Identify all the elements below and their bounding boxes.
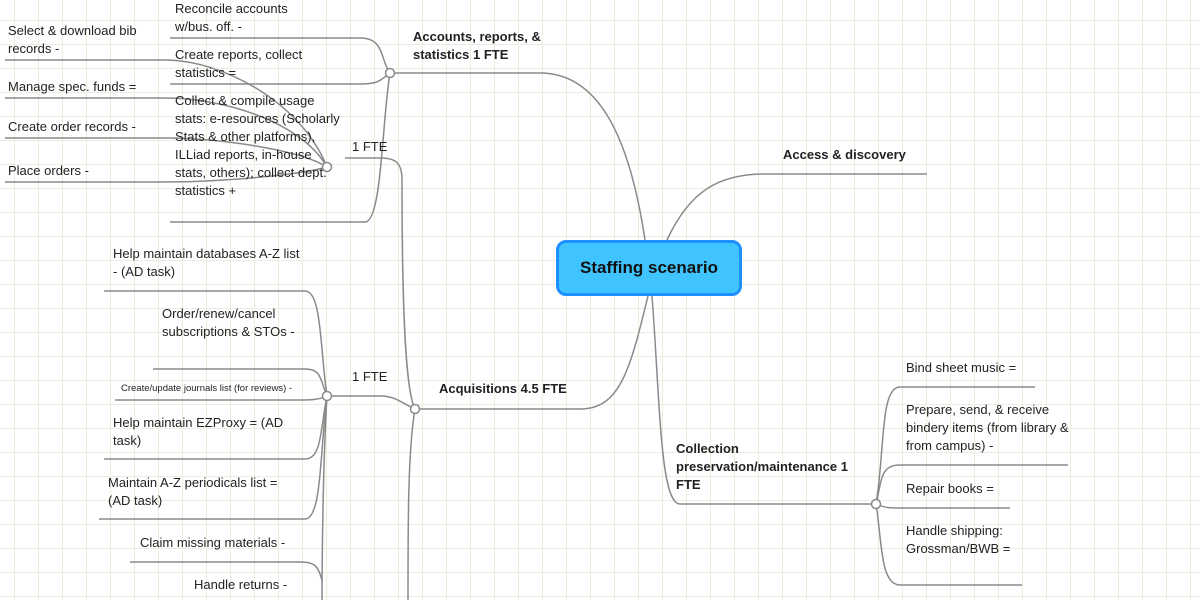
node-collection[interactable]: Collection preservation/maintenance 1 FT…	[676, 441, 848, 492]
collapse-toggle-acquisitions	[409, 403, 421, 415]
node-manage-funds[interactable]: Manage spec. funds =	[8, 79, 137, 94]
node-repair-books[interactable]: Repair books =	[906, 481, 994, 496]
link-acquisitions	[415, 295, 649, 410]
node-acquisitions[interactable]: Acquisitions 4.5 FTE	[439, 381, 567, 396]
link-collection	[651, 295, 876, 505]
node-place-orders[interactable]: Place orders -	[8, 163, 89, 178]
node-collect-usage-stats[interactable]: Collect & compile usage stats: e-resourc…	[175, 93, 340, 198]
node-handle-returns[interactable]: Handle returns -	[194, 577, 288, 592]
collapse-toggle-collection	[870, 498, 882, 510]
node-bindery-items[interactable]: Prepare, send, & receive bindery items (…	[906, 402, 1069, 453]
collapse-toggle-group1	[321, 161, 333, 173]
node-create-order-records[interactable]: Create order records -	[8, 119, 136, 134]
node-group1-fte[interactable]: 1 FTE	[352, 139, 388, 154]
link-access	[666, 173, 927, 241]
node-ezproxy[interactable]: Help maintain EZProxy = (AD task)	[113, 415, 284, 448]
collapse-toggle-accounts	[384, 67, 396, 79]
root-label: Staffing scenario	[580, 258, 718, 277]
node-create-reports[interactable]: Create reports, collect statistics =	[175, 47, 303, 80]
node-select-download[interactable]: Select & download bib records -	[8, 23, 137, 56]
node-journals-list[interactable]: Create/update journals list (for reviews…	[121, 383, 293, 394]
root-node[interactable]: Staffing scenario	[556, 240, 742, 296]
node-order-renew[interactable]: Order/renew/cancel subscriptions & STOs …	[162, 306, 295, 339]
node-bind-sheet-music[interactable]: Bind sheet music =	[906, 360, 1017, 375]
link-accounts	[390, 72, 646, 241]
node-accounts[interactable]: Accounts, reports, & statistics 1 FTE	[413, 29, 541, 62]
node-group2-fte[interactable]: 1 FTE	[352, 369, 388, 384]
node-periodicals-az[interactable]: Maintain A-Z periodicals list = (AD task…	[108, 475, 278, 508]
node-claim-missing[interactable]: Claim missing materials -	[140, 535, 286, 550]
node-handle-shipping[interactable]: Handle shipping: Grossman/BWB =	[906, 523, 1011, 556]
node-databases-az[interactable]: Help maintain databases A-Z list - (AD t…	[113, 246, 300, 279]
collapse-toggle-group2	[321, 390, 333, 402]
node-reconcile[interactable]: Reconcile accounts w/bus. off. -	[175, 1, 288, 34]
node-access-discovery[interactable]: Access & discovery	[783, 147, 906, 162]
